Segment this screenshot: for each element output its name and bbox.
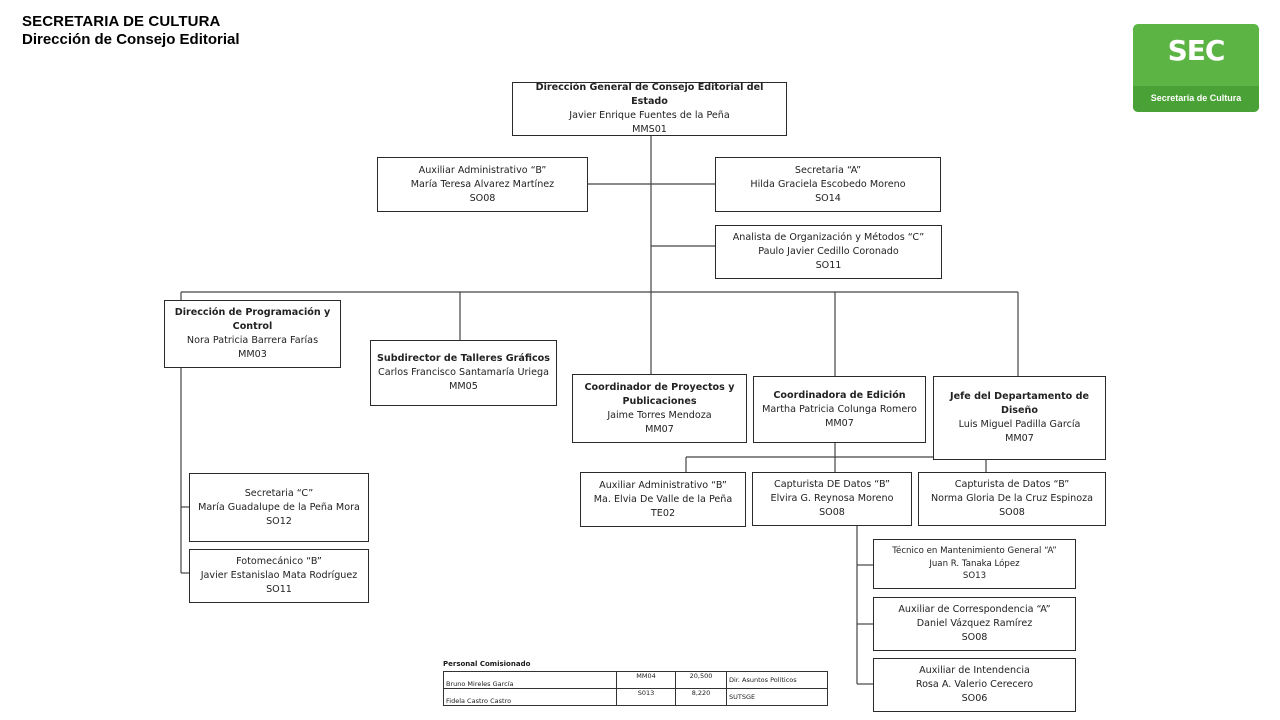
- node-name: Rosa A. Valerio Cerecero: [915, 679, 1034, 690]
- node-secretaria-c: Secretaria “C” María Guadalupe de la Peñ…: [189, 473, 369, 542]
- node-title: Auxiliar de Intendencia: [919, 665, 1030, 676]
- node-code: MM07: [645, 423, 674, 435]
- node-title: Auxiliar Administrativo “B”: [599, 479, 727, 491]
- node-name: Nora Patricia Barrera Farías: [186, 335, 319, 346]
- node-aux-correspondencia: Auxiliar de Correspondencia “A” Daniel V…: [873, 597, 1076, 651]
- node-title: Fotomecánico “B”: [236, 556, 322, 567]
- logo-band: [1133, 86, 1259, 112]
- node-code: SO13: [962, 571, 987, 582]
- cell-code: S013: [616, 688, 676, 706]
- node-coord-edicion: Coordinadora de Edición Martha Patricia …: [753, 376, 926, 443]
- comisionado-title: Personal Comisionado: [443, 660, 531, 668]
- node-title: Coordinador de Proyectos y Publicaciones: [584, 381, 735, 407]
- node-name: Javier Enrique Fuentes de la Peña: [569, 110, 730, 121]
- node-name: Carlos Francisco Santamaría Uriega: [378, 367, 549, 378]
- node-name: Ma. Elvia De Valle de la Peña: [593, 493, 733, 505]
- node-aux-admin-b: Auxiliar Administrativo “B” María Teresa…: [377, 157, 588, 212]
- comisionado-section: Personal Comisionado Bruno Mireles Garcí…: [443, 660, 828, 706]
- node-title: Subdirector de Talleres Gráficos: [377, 353, 550, 364]
- node-title: Jefe del Departamento de Diseño: [950, 391, 1089, 416]
- node-tecnico: Técnico en Mantenimiento General “A” Jua…: [873, 539, 1076, 589]
- comisionado-table: Bruno Mireles García MM04 20,500 Dir. As…: [443, 671, 828, 706]
- node-secretaria-a: Secretaria “A” Hilda Graciela Escobedo M…: [715, 157, 941, 212]
- node-code: TE02: [650, 507, 676, 519]
- cell-name: Fidela Castro Castro: [443, 688, 617, 706]
- node-code: SO11: [266, 584, 292, 595]
- node-capturista-datos: Capturista de Datos “B” Norma Gloria De …: [918, 472, 1106, 526]
- node-code: MM05: [449, 381, 478, 392]
- node-name: Elvira G. Reynosa Moreno: [770, 493, 894, 504]
- node-coord-proyectos: Coordinador de Proyectos y Publicaciones…: [572, 374, 747, 443]
- node-code: SO06: [961, 693, 988, 704]
- node-director: Dirección General de Consejo Editorial d…: [512, 82, 787, 136]
- node-name: Javier Estanislao Mata Rodríguez: [200, 570, 358, 581]
- cell-amount: 20,500: [675, 671, 727, 689]
- page-title: SECRETARIA DE CULTURA: [22, 13, 221, 30]
- cell-code: MM04: [616, 671, 676, 689]
- node-name: Luis Miguel Padilla García: [958, 419, 1081, 430]
- node-name: Martha Patricia Colunga Romero: [762, 403, 917, 415]
- node-title: Secretaria “A”: [794, 164, 862, 176]
- node-name: Paulo Javier Cedillo Coronado: [758, 246, 899, 257]
- node-title: Capturista DE Datos “B”: [774, 479, 890, 490]
- node-name: Hilda Graciela Escobedo Moreno: [750, 178, 906, 190]
- logo-mark: SEC: [1167, 34, 1226, 67]
- node-title: Secretaria “C”: [244, 487, 314, 499]
- node-code: MMS01: [632, 124, 667, 135]
- cell-amount: 8,220: [675, 688, 727, 706]
- node-jefe-diseno: Jefe del Departamento de Diseño Luis Mig…: [933, 376, 1106, 460]
- node-code: MM07: [825, 417, 854, 429]
- node-subdirector-talleres: Subdirector de Talleres Gráficos Carlos …: [370, 340, 557, 406]
- sec-logo: SEC Secretaría de Cultura: [1133, 24, 1259, 112]
- node-name: María Teresa Alvarez Martínez: [410, 178, 555, 190]
- logo-caption: Secretaría de Cultura: [1150, 93, 1242, 103]
- node-title: Auxiliar Administrativo “B”: [418, 164, 547, 176]
- node-name: Jaime Torres Mendoza: [607, 409, 712, 421]
- node-name: Daniel Vázquez Ramírez: [916, 618, 1033, 629]
- node-title: Capturista de Datos “B”: [954, 479, 1070, 490]
- node-dir-programacion: Dirección de Programación y Control Nora…: [164, 300, 341, 368]
- node-title: Analista de Organización y Métodos “C”: [732, 232, 925, 243]
- node-code: SO08: [819, 507, 845, 518]
- node-code: SO08: [999, 507, 1025, 518]
- page-subtitle: Dirección de Consejo Editorial: [22, 31, 240, 48]
- node-aux-admin-b2: Auxiliar Administrativo “B” Ma. Elvia De…: [580, 472, 746, 527]
- node-code: SO08: [469, 192, 496, 204]
- node-code: MM03: [238, 349, 267, 360]
- node-aux-intendencia: Auxiliar de Intendencia Rosa A. Valerio …: [873, 658, 1076, 712]
- node-name: Juan R. Tanaka López: [929, 558, 1020, 569]
- cell-name: Bruno Mireles García: [443, 671, 617, 689]
- node-title: Coordinadora de Edición: [773, 389, 906, 401]
- cell-place: Dir. Asuntos Políticos: [726, 671, 828, 689]
- node-title: Técnico en Mantenimiento General “A”: [892, 546, 1057, 557]
- node-code: SO11: [815, 260, 842, 271]
- table-row: Fidela Castro Castro S013 8,220 SUTSGE: [443, 688, 828, 706]
- node-name: María Guadalupe de la Peña Mora: [198, 501, 360, 513]
- node-code: SO08: [961, 632, 988, 643]
- node-name: Norma Gloria De la Cruz Espinoza: [930, 493, 1094, 504]
- node-analista: Analista de Organización y Métodos “C” P…: [715, 225, 942, 279]
- cell-place: SUTSGE: [726, 688, 828, 706]
- node-code: SO12: [266, 515, 292, 527]
- node-title: Dirección General de Consejo Editorial d…: [535, 82, 764, 107]
- node-code: MM07: [1005, 433, 1034, 444]
- table-row: Bruno Mireles García MM04 20,500 Dir. As…: [443, 671, 828, 689]
- node-fotomecanico: Fotomecánico “B” Javier Estanislao Mata …: [189, 549, 369, 603]
- node-title: Dirección de Programación y Control: [174, 307, 331, 332]
- node-capturista-de-datos: Capturista DE Datos “B” Elvira G. Reynos…: [752, 472, 912, 526]
- node-title: Auxiliar de Correspondencia “A”: [898, 604, 1051, 615]
- node-code: SO14: [815, 192, 841, 204]
